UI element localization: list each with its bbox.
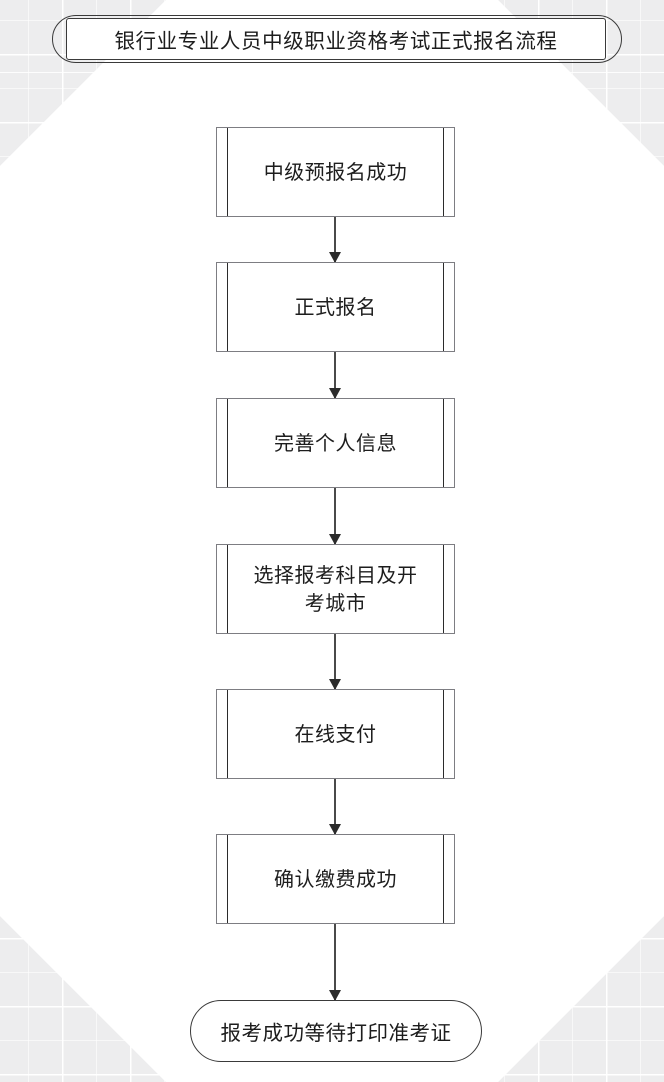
flow-node-n5[interactable]: 在线支付: [216, 689, 455, 779]
title-banner-outline: [52, 15, 622, 63]
flow-edge-n6-n7: [328, 924, 341, 1001]
predefined-process-left-bar: [227, 399, 228, 487]
predefined-process-right-bar: [443, 690, 444, 778]
predefined-process-left-bar: [227, 545, 228, 633]
predefined-process-right-bar: [443, 263, 444, 351]
flow-edge-n2-n3: [328, 352, 341, 399]
flow-node-n6[interactable]: 确认缴费成功: [216, 834, 455, 924]
flow-node-label-n1: 中级预报名成功: [263, 160, 408, 184]
title-banner: 银行业专业人员中级职业资格考试正式报名流程: [66, 18, 606, 60]
flow-node-label-n3: 完善个人信息: [274, 431, 397, 455]
predefined-process-right-bar: [443, 399, 444, 487]
predefined-process-left-bar: [227, 263, 228, 351]
page-title: 银行业专业人员中级职业资格考试正式报名流程: [114, 29, 558, 53]
flow-node-n7[interactable]: 报考成功等待打印准考证: [190, 1000, 482, 1062]
predefined-process-left-bar: [227, 835, 228, 923]
flow-edge-n4-n5: [328, 634, 341, 690]
predefined-process-left-bar: [227, 690, 228, 778]
flow-edge-n3-n4: [328, 488, 341, 545]
predefined-process-right-bar: [443, 545, 444, 633]
flow-node-label-n6: 确认缴费成功: [274, 867, 397, 891]
flow-node-label-n4-line2: 考城市: [304, 591, 367, 615]
flow-node-label-n7: 报考成功等待打印准考证: [220, 1021, 452, 1045]
flow-edge-n5-n6: [328, 779, 341, 835]
flow-node-n4[interactable]: 选择报考科目及开考城市: [216, 544, 455, 634]
predefined-process-right-bar: [443, 835, 444, 923]
flow-edge-n1-n2: [328, 217, 341, 263]
background-band: [0, 72, 664, 73]
flow-node-n1[interactable]: 中级预报名成功: [216, 127, 455, 217]
flow-node-label-n4-line1: 选择报考科目及开: [253, 563, 418, 587]
flow-node-label-n2: 正式报名: [294, 295, 377, 319]
flow-node-label-n5: 在线支付: [294, 722, 377, 746]
predefined-process-right-bar: [443, 128, 444, 216]
flow-node-n2[interactable]: 正式报名: [216, 262, 455, 352]
predefined-process-left-bar: [227, 128, 228, 216]
flow-node-n3[interactable]: 完善个人信息: [216, 398, 455, 488]
flow-node-label-n4: 选择报考科目及开考城市: [240, 561, 432, 617]
